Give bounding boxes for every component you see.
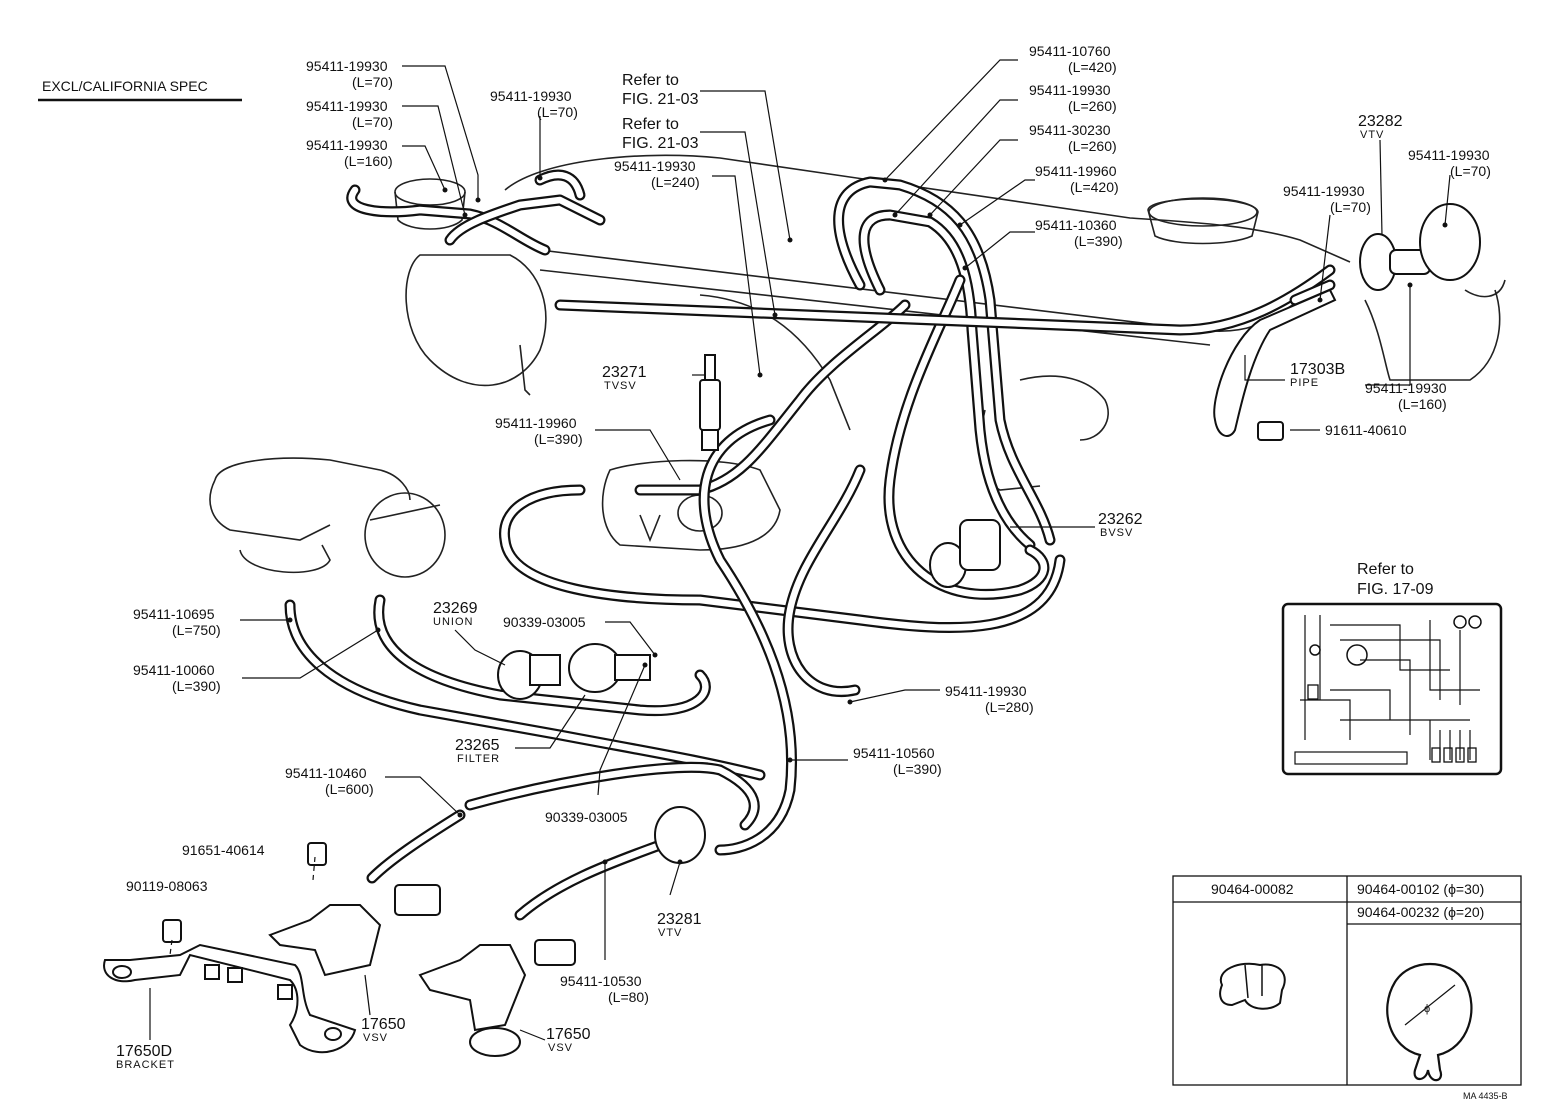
union-name: UNION	[433, 616, 473, 628]
hose-label-length: (L=240)	[651, 174, 700, 190]
reference-labels: Refer to FIG. 21-03 Refer to FIG. 21-03 …	[622, 72, 1434, 598]
clamp-header-3: 90464-00232 (ϕ=20)	[1357, 904, 1484, 920]
hose-label-length: (L=70)	[352, 74, 393, 90]
pipe-bolt-number: 91611-40610	[1325, 422, 1407, 438]
hose-label-length: (L=260)	[1068, 98, 1117, 114]
hose-label-part: 95411-10560	[853, 745, 935, 761]
hose-label-length: (L=70)	[1330, 199, 1371, 215]
hose-label-length: (L=390)	[1074, 233, 1123, 249]
clamp-header-1: 90464-00082	[1211, 881, 1294, 897]
hose-label-part: 95411-19930	[1283, 183, 1365, 199]
pipe-number: 17303B	[1290, 361, 1345, 378]
vsv-left-name: VSV	[363, 1032, 388, 1044]
leader-dots	[287, 175, 1448, 865]
hose-label-length: (L=750)	[172, 622, 221, 638]
hose-label-length: (L=80)	[608, 989, 649, 1005]
hose-label-part: 95411-19930	[1365, 380, 1447, 396]
hose-label-part: 95411-19960	[1035, 163, 1117, 179]
vsv-right-name: VSV	[548, 1042, 573, 1054]
hose-label-part: 95411-10460	[285, 765, 367, 781]
union-and-filter	[497, 643, 651, 700]
bracket-name: BRACKET	[116, 1059, 175, 1071]
pipe-bracket	[1213, 288, 1337, 437]
bracket-number: 17650D	[116, 1043, 172, 1060]
tvsv-number: 23271	[602, 364, 647, 381]
bolt-parts	[162, 421, 1284, 943]
hose-label-length: (L=390)	[534, 431, 583, 447]
vtv-top-number: 23282	[1358, 113, 1403, 130]
bvsv-number: 23262	[1098, 511, 1143, 528]
filter-name: FILTER	[457, 753, 500, 765]
hose-label-part: 95411-10360	[1035, 217, 1117, 233]
hose-label-length: (L=70)	[537, 104, 578, 120]
tvsv-name: TVSV	[604, 380, 637, 392]
vsv-left-valve	[268, 884, 441, 977]
hose-label-part: 95411-19930	[945, 683, 1027, 699]
refer-figure: FIG. 17-09	[1357, 581, 1434, 598]
refer-label: Refer to	[1357, 561, 1414, 578]
clip-bottom-number: 90339-03005	[545, 809, 628, 825]
bracket-screw-number: 90119-08063	[126, 878, 208, 894]
clamp-header-2: 90464-00102 (ϕ=30)	[1357, 881, 1484, 897]
hose-network	[284, 169, 1336, 921]
tvsv-valve	[699, 354, 721, 451]
hose-label-length: (L=390)	[172, 678, 221, 694]
vsv-right-number: 17650	[546, 1026, 591, 1043]
bvsv-name: BVSV	[1100, 527, 1133, 539]
refer-figure: FIG. 21-03	[622, 91, 699, 108]
union-number: 23269	[433, 600, 478, 617]
vtv-bottom-number: 23281	[657, 911, 702, 928]
hose-label-part: 95411-10530	[560, 973, 642, 989]
refer-label: Refer to	[622, 72, 679, 89]
hose-label-part: 95411-19930	[614, 158, 696, 174]
pipe-name: PIPE	[1290, 377, 1319, 389]
clip-top-number: 90339-03005	[503, 614, 586, 630]
spec-title: EXCL/CALIFORNIA SPEC	[42, 78, 208, 94]
reference-inset-thumbnail	[1281, 602, 1503, 776]
part-labels: 23282 VTV 23271 TVSV 17303B PIPE 91611-4…	[116, 113, 1407, 1071]
hose-label-part: 95411-19930	[306, 137, 388, 153]
hose-label-length: (L=420)	[1070, 179, 1119, 195]
clamp-ring-drawing: ϕ	[1386, 962, 1473, 1082]
filter-number: 23265	[455, 737, 500, 754]
hose-label-part: 95411-19930	[1408, 147, 1490, 163]
hose-label-part: 95411-10760	[1029, 43, 1111, 59]
vtv-bottom-valve	[654, 806, 706, 864]
vtv-bottom-name: VTV	[658, 927, 682, 939]
vtv-top-valve	[1359, 203, 1481, 291]
clamp-clip-drawing	[1219, 962, 1286, 1010]
hose-label-part: 95411-19930	[306, 58, 388, 74]
bvsv-valve	[929, 519, 1001, 588]
hose-label-part: 95411-19930	[306, 98, 388, 114]
hose-label-part: 95411-19930	[1029, 82, 1111, 98]
svg-text:ϕ: ϕ	[1424, 1003, 1431, 1015]
hose-label-length: (L=70)	[1450, 163, 1491, 179]
hose-label-part: 95411-10060	[133, 662, 215, 678]
hose-label-length: (L=260)	[1068, 138, 1117, 154]
hose-label-part: 95411-10695	[133, 606, 215, 622]
hose-label-part: 95411-19960	[495, 415, 577, 431]
hose-label-length: (L=280)	[985, 699, 1034, 715]
hose-label-length: (L=160)	[1398, 396, 1447, 412]
vsv-bolt-number: 91651-40614	[182, 842, 265, 858]
refer-label: Refer to	[622, 116, 679, 133]
hose-label-length: (L=390)	[893, 761, 942, 777]
hose-label-length: (L=70)	[352, 114, 393, 130]
vsv-left-number: 17650	[361, 1016, 406, 1033]
vsv-right-valve	[418, 939, 576, 1057]
hose-label-length: (L=160)	[344, 153, 393, 169]
hose-label-length: (L=600)	[325, 781, 374, 797]
drawing-code: MA 4435-B	[1463, 1091, 1508, 1101]
vtv-top-name: VTV	[1360, 129, 1384, 141]
bracket-part	[103, 943, 357, 1054]
clamp-table: 90464-00082 90464-00102 (ϕ=30) 90464-002…	[1172, 875, 1522, 1086]
refer-figure: FIG. 21-03	[622, 135, 699, 152]
hose-label-part: 95411-30230	[1029, 122, 1111, 138]
hose-label-length: (L=420)	[1068, 59, 1117, 75]
leader-lines	[149, 59, 1451, 1041]
hose-label-part: 95411-19930	[490, 88, 572, 104]
hose-labels: 95411-19930 (L=70) 95411-19930 (L=70) 95…	[133, 43, 1491, 1005]
